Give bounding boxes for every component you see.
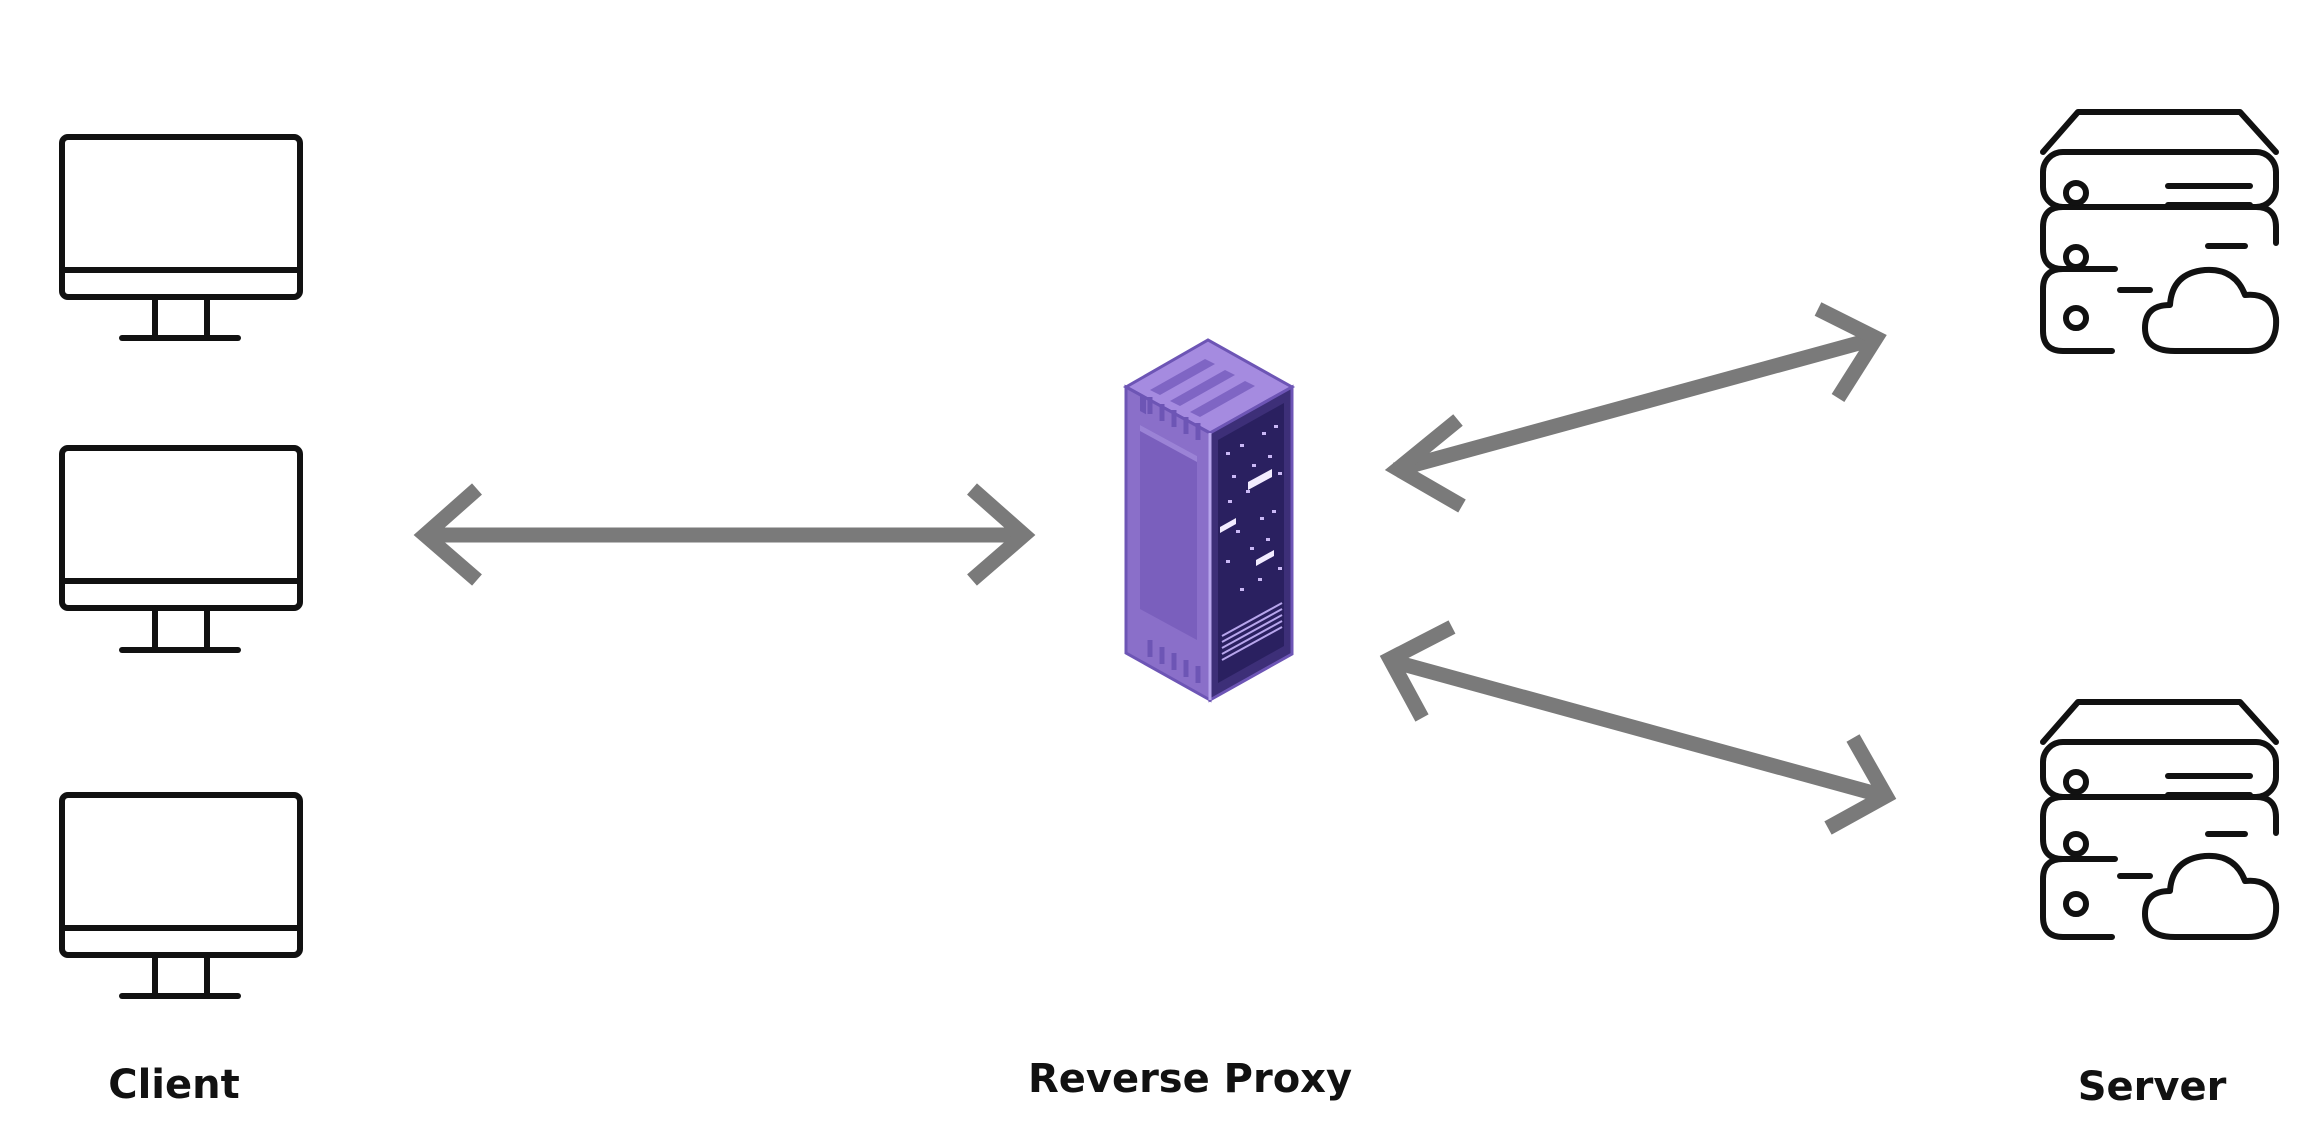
proxy-server-2-arrow: [1379, 620, 1897, 835]
client-proxy-arrow: [413, 483, 1036, 586]
server-label: Server: [2077, 1064, 2227, 1110]
server-1-icon: [2040, 109, 2280, 354]
reverse-proxy-label: Reverse Proxy: [1027, 1056, 1353, 1102]
reverse-proxy-rack-icon: [1122, 338, 1296, 703]
client-monitor-3-icon: [59, 792, 303, 999]
client-label: Client: [108, 1062, 240, 1108]
proxy-server-1-arrow: [1384, 302, 1887, 513]
client-monitor-1-icon: [59, 134, 303, 341]
server-2-icon: [2040, 699, 2280, 940]
client-monitor-2-icon: [59, 445, 303, 653]
